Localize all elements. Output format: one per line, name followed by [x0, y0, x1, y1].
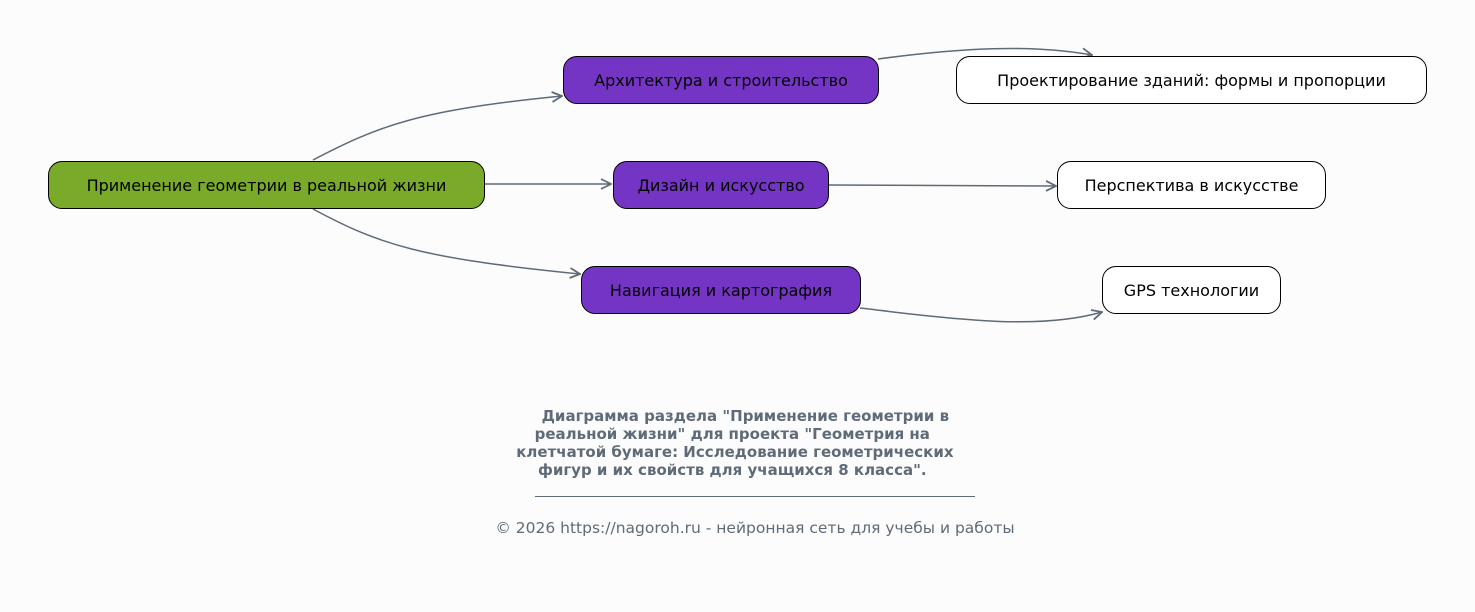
edge-architecture-building-design	[877, 48, 1092, 60]
node-root[interactable]: Применение геометрии в реальной жизни	[48, 161, 485, 209]
node-label: Дизайн и искусство	[637, 175, 805, 195]
node-building-design[interactable]: Проектирование зданий: формы и пропорции	[956, 56, 1427, 104]
node-label: Перспектива в искусстве	[1084, 175, 1299, 195]
node-navigation[interactable]: Навигация и картография	[581, 266, 861, 314]
node-label: Применение геометрии в реальной жизни	[86, 175, 447, 195]
caption-line: реальной жизни" для проекта "Геометрия н…	[534, 425, 941, 443]
node-architecture[interactable]: Архитектура и строительство	[563, 56, 879, 104]
caption-line: Диаграмма раздела "Применение геометрии …	[525, 407, 950, 425]
edge-navigation-gps	[859, 307, 1102, 323]
node-label: Архитектура и строительство	[594, 70, 848, 90]
diagram-caption: Диаграмма раздела "Применение геометрии …	[0, 407, 1475, 479]
edge-root-navigation	[312, 208, 580, 274]
node-label: GPS технологии	[1123, 280, 1260, 300]
edge-design-perspective	[827, 185, 1056, 186]
node-gps[interactable]: GPS технологии	[1102, 266, 1281, 314]
node-label: Проектирование зданий: формы и пропорции	[997, 70, 1386, 90]
edge-root-architecture	[312, 96, 562, 161]
node-label: Навигация и картография	[609, 280, 833, 300]
node-perspective[interactable]: Перспектива в искусстве	[1057, 161, 1326, 209]
node-design[interactable]: Дизайн и искусство	[613, 161, 829, 209]
caption-line: клетчатой бумаге: Исследование геометрич…	[516, 443, 959, 461]
caption-divider	[535, 496, 975, 497]
footer-copyright: © 2026 https://nagoroh.ru - нейронная се…	[495, 519, 1015, 537]
caption-line: фигур и их свойств для учащихся 8 класса…	[537, 461, 938, 479]
